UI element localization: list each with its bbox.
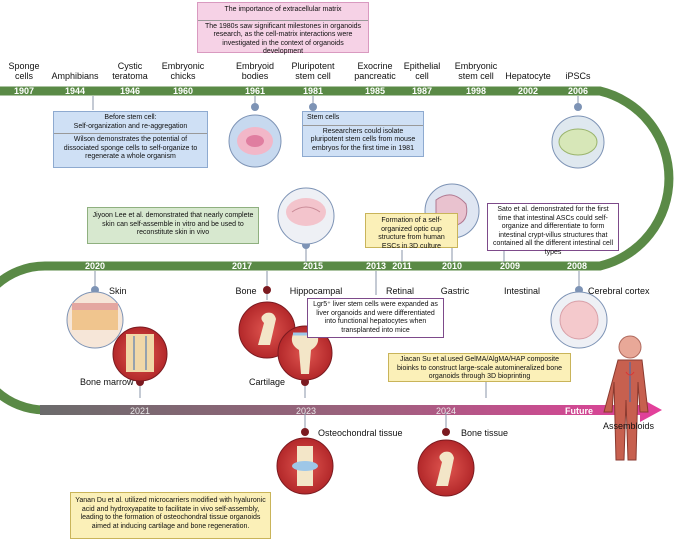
top-label-1: Amphibians [51,71,99,81]
top-year-2: 1946 [119,86,141,96]
dot-2006 [574,103,582,111]
mid-label-4: Retinal [385,286,415,296]
yanan-box: Yanan Du et al. utilized microcarriers m… [70,492,271,539]
ecm-box: The importance of extracellular matrix T… [197,2,369,55]
mid-year-2: 2015 [302,261,324,271]
top-label-10: iPSCs [565,71,591,81]
mid-year-7: 2008 [566,261,588,271]
skin-illustration [66,291,124,349]
jiyoon-box: Jiyoon Lee et al. demonstrated that near… [87,207,259,244]
dot-2024 [442,428,450,436]
sato-text: Sato et al. demonstrated for the first t… [492,206,614,256]
hippocampal-brain-illustration [277,187,335,245]
optic-cup-box: Formation of a self-organized optic cup … [365,213,458,250]
top-year-6: 1985 [364,86,386,96]
top-year-4: 1961 [244,86,266,96]
ecm-title: The importance of extracellular matrix [224,6,342,13]
jiacan-text: Jiacan Su et al.used GelMA/AlgMA/HAP com… [397,356,562,380]
bone-marrow-illustration [112,326,168,382]
before-stem-title: Before stem cell: Self-organization and … [73,114,188,130]
stem-cells-box: Stem cells Researchers could isolate plu… [302,111,424,157]
top-year-7: 1987 [411,86,433,96]
lgr5-box: Lgr5⁺ liver stem cells were expanded as … [307,298,444,338]
top-label-0: Sponge cells [8,61,40,81]
top-label-2: Cystic teratoma [112,61,148,81]
jiyoon-text: Jiyoon Lee et al. demonstrated that near… [92,212,254,236]
stem-cells-body: Researchers could isolate pluripotent st… [310,127,416,152]
stem-cells-title: Stem cells [307,114,340,121]
bottom-year-4: Future [565,406,593,416]
lgr5-text: Lgr5⁺ liver stem cells were expanded as … [313,301,438,334]
jiacan-box: Jiacan Su et al.used GelMA/AlgMA/HAP com… [388,353,571,382]
assembloids-human-figure [603,335,649,461]
top-label-5: Pluripotent stem cell [291,61,335,81]
mid-year-5: 2010 [441,261,463,271]
cartilage-illustration [277,325,333,381]
mid-label-1: Bone [235,286,257,296]
top-year-10: 2006 [567,86,589,96]
top-label-7: Epithelial cell [403,61,441,81]
bottom-label-5: Assembloids [603,421,655,431]
before-stem-body: Wilson demonstrates the potential of dis… [63,136,198,160]
ipscs-dish-illustration [551,115,605,169]
bottom-label-3: Bone tissue [461,428,509,438]
top-label-9: Hepatocyte [505,71,551,81]
top-label-4: Embryoid bodies [235,61,275,81]
yanan-text: Yanan Du et al. utilized microcarriers m… [75,497,266,530]
top-year-5: 1981 [302,86,324,96]
bottom-label-0: Bone marrow [80,377,134,387]
bone-tissue-illustration [417,439,475,497]
mid-label-7: Cerebral cortex [588,286,650,296]
bottom-label-1: Cartilage [249,377,286,387]
top-year-1: 1944 [64,86,86,96]
mid-year-0: 2020 [84,261,106,271]
ecm-body: The 1980s saw significant milestones in … [204,22,362,56]
embryoid-bodies-illustration [228,114,282,168]
top-label-8: Embryonic stem cell [454,61,498,81]
top-year-9: 2002 [517,86,539,96]
cerebral-cortex-illustration [550,291,608,349]
sato-box: Sato et al. demonstrated for the first t… [487,203,619,256]
bottom-label-2: Osteochondral tissue [318,428,403,438]
bottom-year-0: 2021 [129,406,151,416]
bottom-year-1: 2023 [295,406,317,416]
bottom-year-3: 2024 [435,406,457,416]
top-year-8: 1998 [465,86,487,96]
mid-year-1: 2017 [231,261,253,271]
future-arrow [40,398,662,422]
top-year-3: 1960 [172,86,194,96]
timeline-track-top [0,86,674,415]
top-label-6: Exocrine pancreatic [354,61,396,81]
osteochondral-illustration [276,437,334,495]
top-year-0: 1907 [13,86,35,96]
optic-cup-text: Formation of a self-organized optic cup … [378,217,445,250]
mid-year-6: 2009 [499,261,521,271]
before-stem-cell-box: Before stem cell: Self-organization and … [53,111,208,168]
top-label-3: Embryonic chicks [161,61,205,81]
dot-1961 [251,103,259,111]
mid-label-5: Gastric [440,286,470,296]
dot-2017 [263,286,271,294]
mid-label-6: Intestinal [503,286,541,296]
mid-year-4: 2011 [392,261,412,271]
dot-osteochondral [301,428,309,436]
mid-label-0: Skin [109,286,127,296]
dot-1981 [309,103,317,111]
mid-label-2: Hippocampal [289,286,343,296]
mid-year-3: 2013 [365,261,387,271]
